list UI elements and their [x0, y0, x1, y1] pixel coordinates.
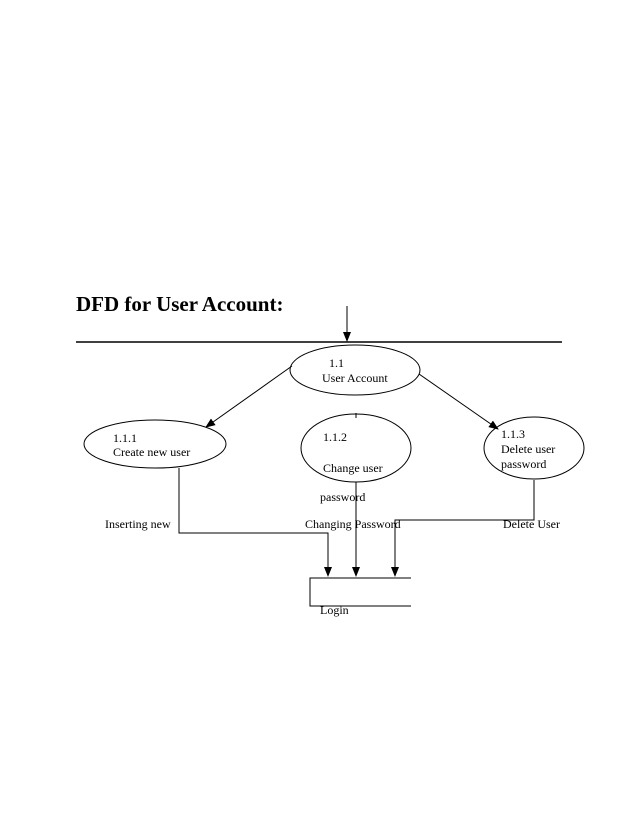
flow-to-delete-user — [418, 373, 499, 430]
process-delete-user-number: 1.1.3 — [501, 427, 525, 441]
process-user-account-shape — [289, 344, 421, 396]
process-change-password-name-line1: Change user — [323, 461, 383, 475]
process-create-user-number: 1.1.1 — [113, 431, 137, 445]
flow-inserting-new-label: Inserting new — [105, 517, 171, 531]
flow-to-create-user — [205, 365, 293, 428]
process-user-account-name: User Account — [322, 371, 388, 385]
process-change-password: 1.1.2 Change user password — [300, 413, 412, 504]
process-delete-user: 1.1.3 Delete user password — [483, 416, 585, 480]
data-store-login-shape — [309, 577, 411, 607]
process-delete-user-name-line2: password — [501, 457, 546, 471]
flow-delete-user-label: Delete User — [503, 517, 560, 531]
process-create-user-shape — [83, 419, 227, 469]
process-delete-user-name-line1: Delete user — [501, 442, 555, 456]
process-change-password-number: 1.1.2 — [323, 430, 347, 444]
process-create-user-name: Create new user — [113, 445, 190, 459]
data-store-login: Login — [309, 577, 411, 617]
flow-changing-password-label: Changing Password — [305, 517, 401, 531]
process-delete-user-shape — [483, 416, 585, 480]
diagram-title: DFD for User Account: — [76, 292, 284, 316]
process-change-password-name-line2: password — [320, 490, 365, 504]
data-store-login-label: Login — [320, 603, 349, 617]
flow-delete-user — [391, 480, 535, 577]
process-user-account-number: 1.1 — [329, 356, 344, 370]
process-create-user: 1.1.1 Create new user — [83, 419, 227, 469]
process-user-account: 1.1 User Account — [289, 344, 421, 396]
flow-inserting-new — [178, 468, 332, 577]
